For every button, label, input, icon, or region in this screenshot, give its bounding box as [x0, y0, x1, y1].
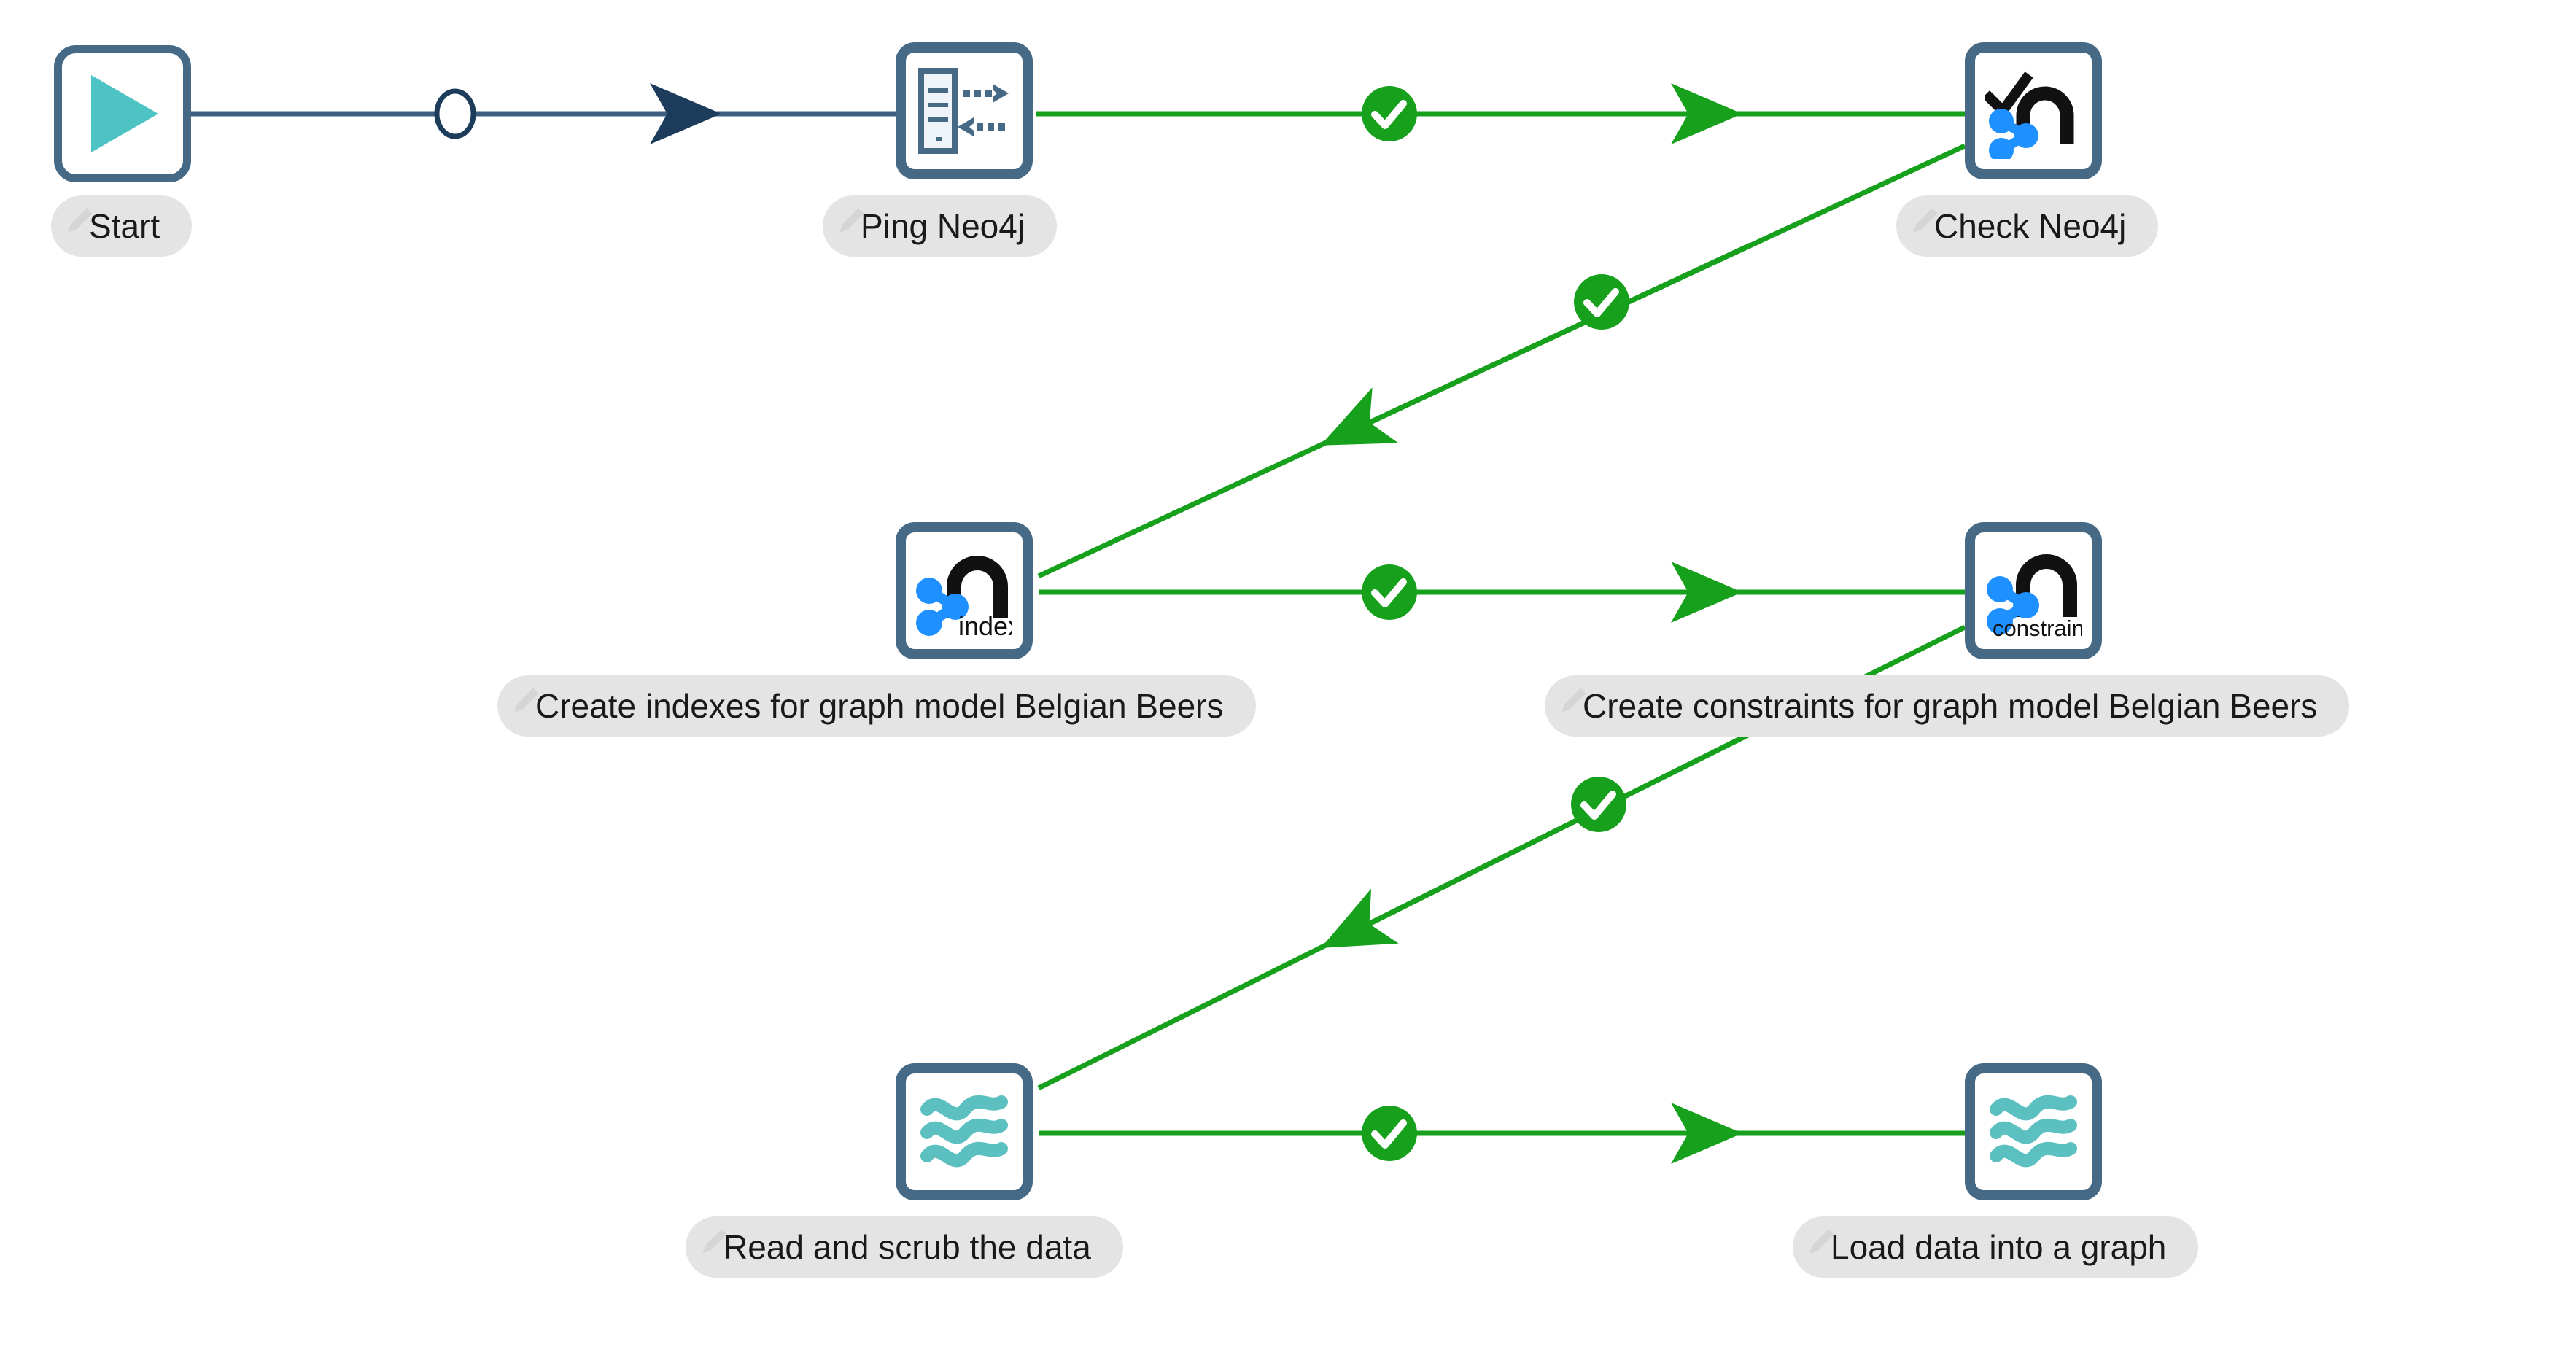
pipeline-waves-icon — [920, 1095, 1008, 1168]
label-text: Load data into a graph — [1831, 1228, 2167, 1266]
icon-caption: index — [958, 611, 1012, 639]
hop-circle-icon — [434, 88, 476, 139]
edit-pencil-icon — [514, 688, 539, 713]
label-create-constraints[interactable]: Create constraints for graph model Belgi… — [1545, 675, 2350, 737]
status-badge-constraints-to-read[interactable] — [1571, 777, 1626, 832]
status-badge-ping-to-check[interactable] — [1362, 86, 1417, 141]
edit-pencil-icon — [1561, 688, 1586, 713]
edit-pencil-icon — [702, 1229, 727, 1254]
pipeline-waves-icon — [1990, 1095, 2077, 1168]
label-text: Read and scrub the data — [723, 1228, 1091, 1266]
status-badge-check-to-indexes[interactable] — [1574, 274, 1629, 330]
edge-start-to-ping[interactable] — [191, 83, 896, 144]
neo4j-index-icon: index — [916, 556, 1012, 639]
icon-caption: constraint — [1993, 616, 2082, 639]
node-create-constraints[interactable]: constraint — [1965, 522, 2102, 659]
status-badge-indexes-to-constraints[interactable] — [1362, 564, 1417, 620]
edge-check-to-indexes[interactable] — [1037, 143, 1966, 579]
label-text: Ping Neo4j — [861, 207, 1025, 245]
node-start[interactable] — [54, 45, 191, 182]
label-text: Create constraints for graph model Belgi… — [1583, 687, 2318, 725]
neo4j-constraint-icon: constraint — [1987, 554, 2082, 639]
label-text: Check Neo4j — [1934, 207, 2127, 245]
server-ping-icon — [918, 68, 1009, 154]
label-text: Start — [89, 207, 160, 245]
label-check-neo4j[interactable]: Check Neo4j — [1896, 195, 2159, 257]
edit-pencil-icon — [1913, 208, 1938, 233]
label-load-data[interactable]: Load data into a graph — [1793, 1216, 2199, 1278]
label-ping-neo4j[interactable]: Ping Neo4j — [823, 195, 1058, 257]
label-read-and-scrub[interactable]: Read and scrub the data — [686, 1216, 1123, 1278]
node-ping-neo4j[interactable] — [896, 42, 1033, 179]
label-text: Create indexes for graph model Belgian B… — [535, 687, 1224, 725]
edit-pencil-icon — [1809, 1229, 1834, 1254]
label-create-indexes[interactable]: Create indexes for graph model Belgian B… — [497, 675, 1256, 737]
edit-pencil-icon — [839, 208, 864, 233]
play-icon — [91, 75, 158, 152]
status-badge-read-to-load[interactable] — [1362, 1106, 1417, 1161]
node-create-indexes[interactable]: index — [896, 522, 1033, 659]
node-check-neo4j[interactable] — [1965, 42, 2102, 179]
edit-pencil-icon — [68, 208, 93, 233]
neo4j-check-icon — [1985, 71, 2074, 159]
node-read-and-scrub[interactable] — [896, 1063, 1033, 1200]
label-start[interactable]: Start — [51, 195, 193, 257]
node-load-data[interactable] — [1965, 1063, 2102, 1200]
